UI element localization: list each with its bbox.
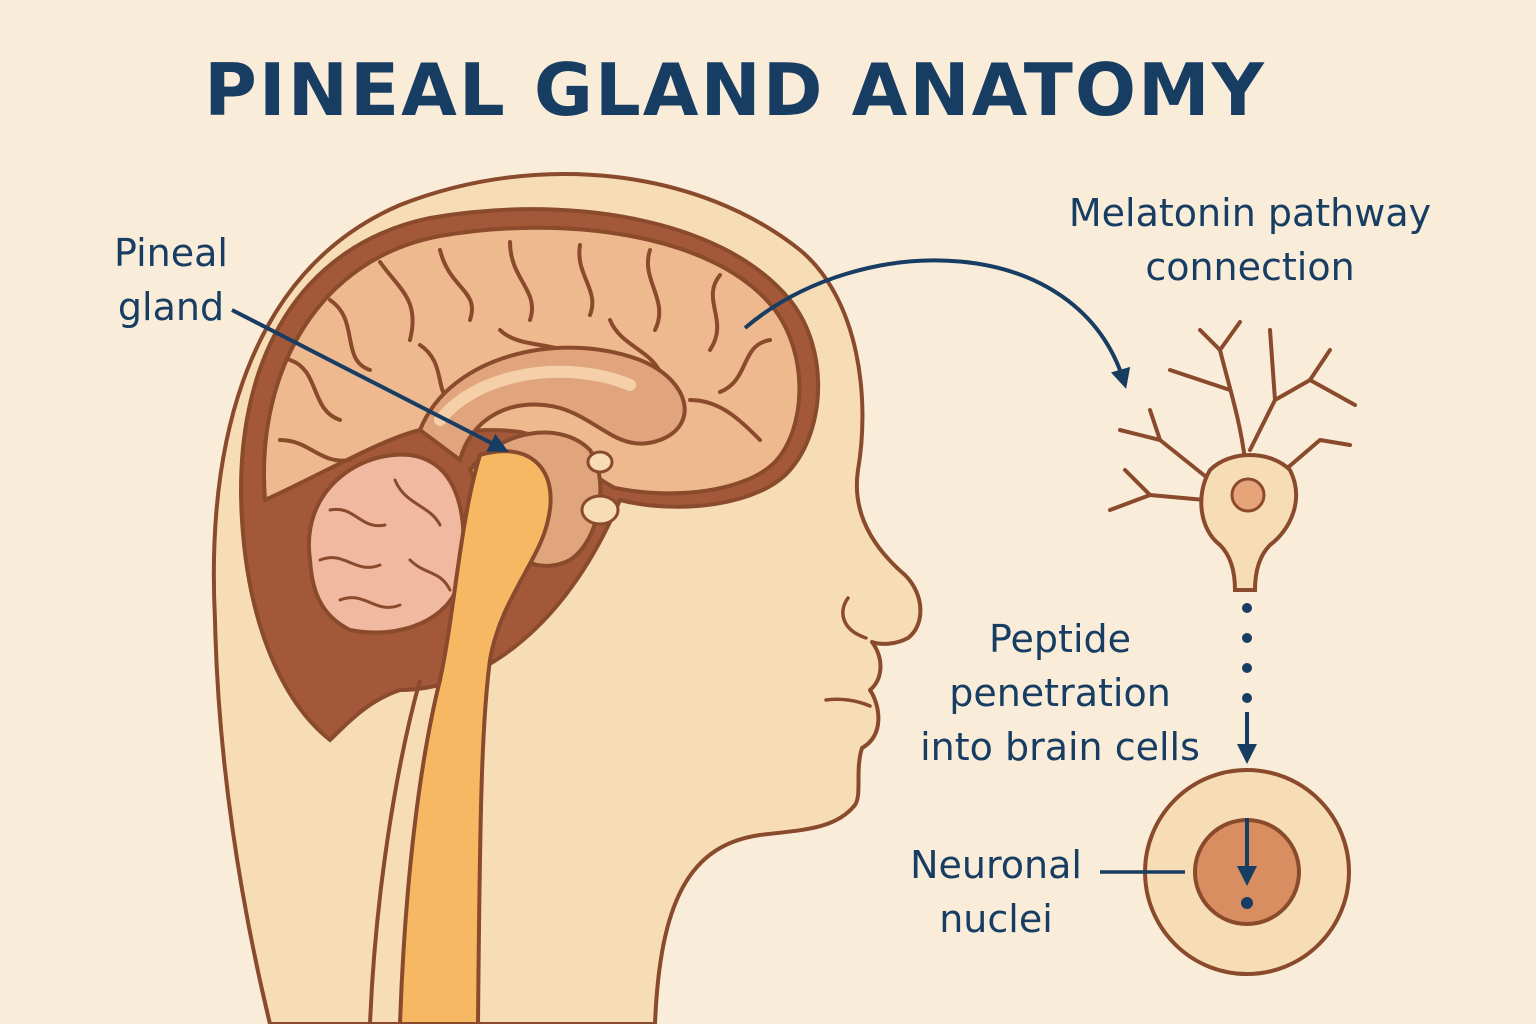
pineal-gland-label: Pineal gland <box>114 231 228 329</box>
neuronal-nuclei-label: Neuronal nuclei <box>910 843 1082 941</box>
nucleus-target-dot <box>1241 897 1253 909</box>
page-title: PINEAL GLAND ANATOMY <box>204 48 1266 132</box>
pineal-body <box>586 450 614 474</box>
neuron-nucleus <box>1230 477 1266 513</box>
lip-line <box>824 697 872 708</box>
spinal-canal <box>368 679 422 1024</box>
corpus-callosum-band <box>434 365 636 426</box>
melatonin-arrow <box>743 258 1131 389</box>
peptide-penetration-label: Peptide penetration into brain cells <box>920 617 1200 769</box>
pituitary-body <box>580 494 620 526</box>
pineal-arrow <box>231 308 509 452</box>
nostril-line <box>841 596 868 640</box>
melatonin-pathway-label: Melatonin pathway connection <box>1068 191 1432 289</box>
neuron <box>1108 320 1357 512</box>
cerebellum-folds <box>318 478 452 609</box>
neuron-soma <box>1199 453 1299 592</box>
brainstem <box>397 449 553 1024</box>
